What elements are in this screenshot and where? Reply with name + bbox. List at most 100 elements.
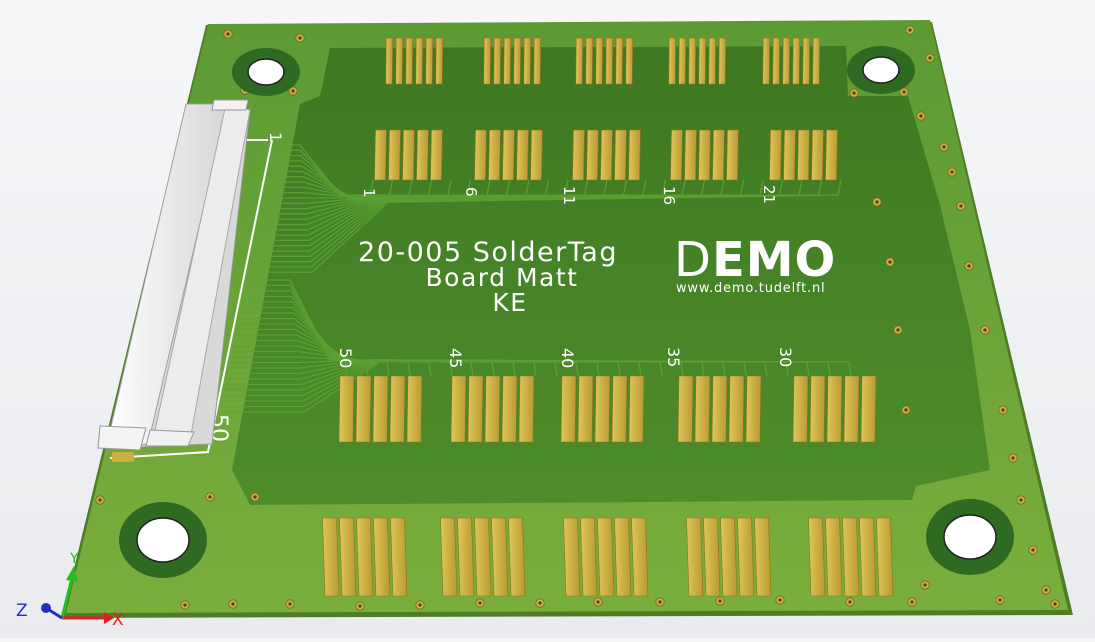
solder-pad [373,517,391,597]
solder-pad [586,129,599,181]
board-title-line1: 20-005 SolderTag [358,237,618,268]
solder-pad [843,375,860,443]
trace-top [241,179,745,247]
solder-pad [450,375,467,443]
board-title-line3: KE [492,288,527,317]
via-hole [778,598,782,602]
via-hole [288,602,292,606]
solder-pad [338,375,355,443]
solder-pad [670,129,683,181]
trace-bottom [209,359,831,408]
solder-pad [488,129,501,181]
pad-bank-upper-3 [670,129,739,181]
solder-pad [677,375,694,443]
solder-pad [678,37,687,85]
trace-top [244,179,686,231]
solder-pad [694,375,711,443]
solder-pad [402,129,415,181]
pad-bank-top-1 [483,37,542,85]
pad-label-50: 50 [336,348,355,368]
via-hole [1011,456,1015,460]
solder-pad [467,375,484,443]
mounting-hole-bottom-left [119,502,207,578]
trace-bottom [230,301,432,377]
pad-bank-top-3 [668,37,727,85]
pad-bank-top-0 [385,37,444,85]
trace-top [242,179,725,242]
solder-pad [631,517,649,597]
trace-bottom [229,306,453,377]
pad-label-16: 16 [660,186,678,205]
solder-pad [876,517,894,597]
pad-label-1: 1 [360,188,378,198]
via-hole [253,495,257,499]
via-hole [1044,588,1048,592]
solder-pad [688,37,697,85]
solder-pad [374,129,387,181]
solder-pad [614,129,627,181]
trace-bottom [211,359,789,397]
solder-pad [745,375,762,443]
pad-bank-top-4 [762,37,821,85]
via-hole [231,602,235,606]
trace-top [246,179,647,220]
via-hole [478,601,482,605]
trace-top [238,179,784,257]
via-hole [923,583,927,587]
solder-pad [572,129,585,181]
solder-pad [614,517,632,597]
solder-pad [825,517,843,597]
via-hole [538,601,542,605]
solder-pad [560,375,577,443]
trace-bottom [208,359,852,413]
via-hole [358,604,362,608]
solder-pad [523,37,532,85]
via-hole [875,200,879,204]
solder-pad [711,375,728,443]
trace-top [237,179,803,263]
solder-pad [826,375,843,443]
axis-label-z: Z [16,601,28,621]
solder-pad [501,375,518,443]
solder-pad [385,37,394,85]
logo-prefix: D [674,232,712,288]
via-hole [226,32,230,36]
pad-label-21: 21 [760,185,778,204]
solder-pad [474,129,487,181]
solder-pad [809,375,826,443]
via-hole [183,603,187,607]
solder-pad [605,37,614,85]
solder-pad [783,129,796,181]
solder-pad [516,129,529,181]
solder-pad [563,517,581,597]
via-hole [852,91,856,95]
solder-pad [594,375,611,443]
solder-pad [415,37,424,85]
via-hole [418,603,422,607]
solder-pad [577,375,594,443]
pad-bank-upper-2 [572,129,641,181]
trace-bottom [231,295,411,377]
trace-top [235,179,842,273]
mounting-hole-top-left [232,48,300,96]
solder-pad [802,37,811,85]
solder-pad [611,375,628,443]
connector-pin-first: 1 [266,132,285,142]
solder-pad [416,129,429,181]
solder-pad [737,517,755,597]
solder-pad [726,129,739,181]
solder-pad [502,129,515,181]
solder-pad [513,37,522,85]
solder-pad [430,129,443,181]
solder-pad [628,129,641,181]
logo-rest: EMO [712,232,836,288]
solder-pad [708,37,717,85]
via-hole [208,495,212,499]
via-hole [959,204,963,208]
trace-top [248,179,608,210]
via-hole [896,328,900,332]
solder-pad [390,517,408,597]
solder-pad [457,517,475,597]
